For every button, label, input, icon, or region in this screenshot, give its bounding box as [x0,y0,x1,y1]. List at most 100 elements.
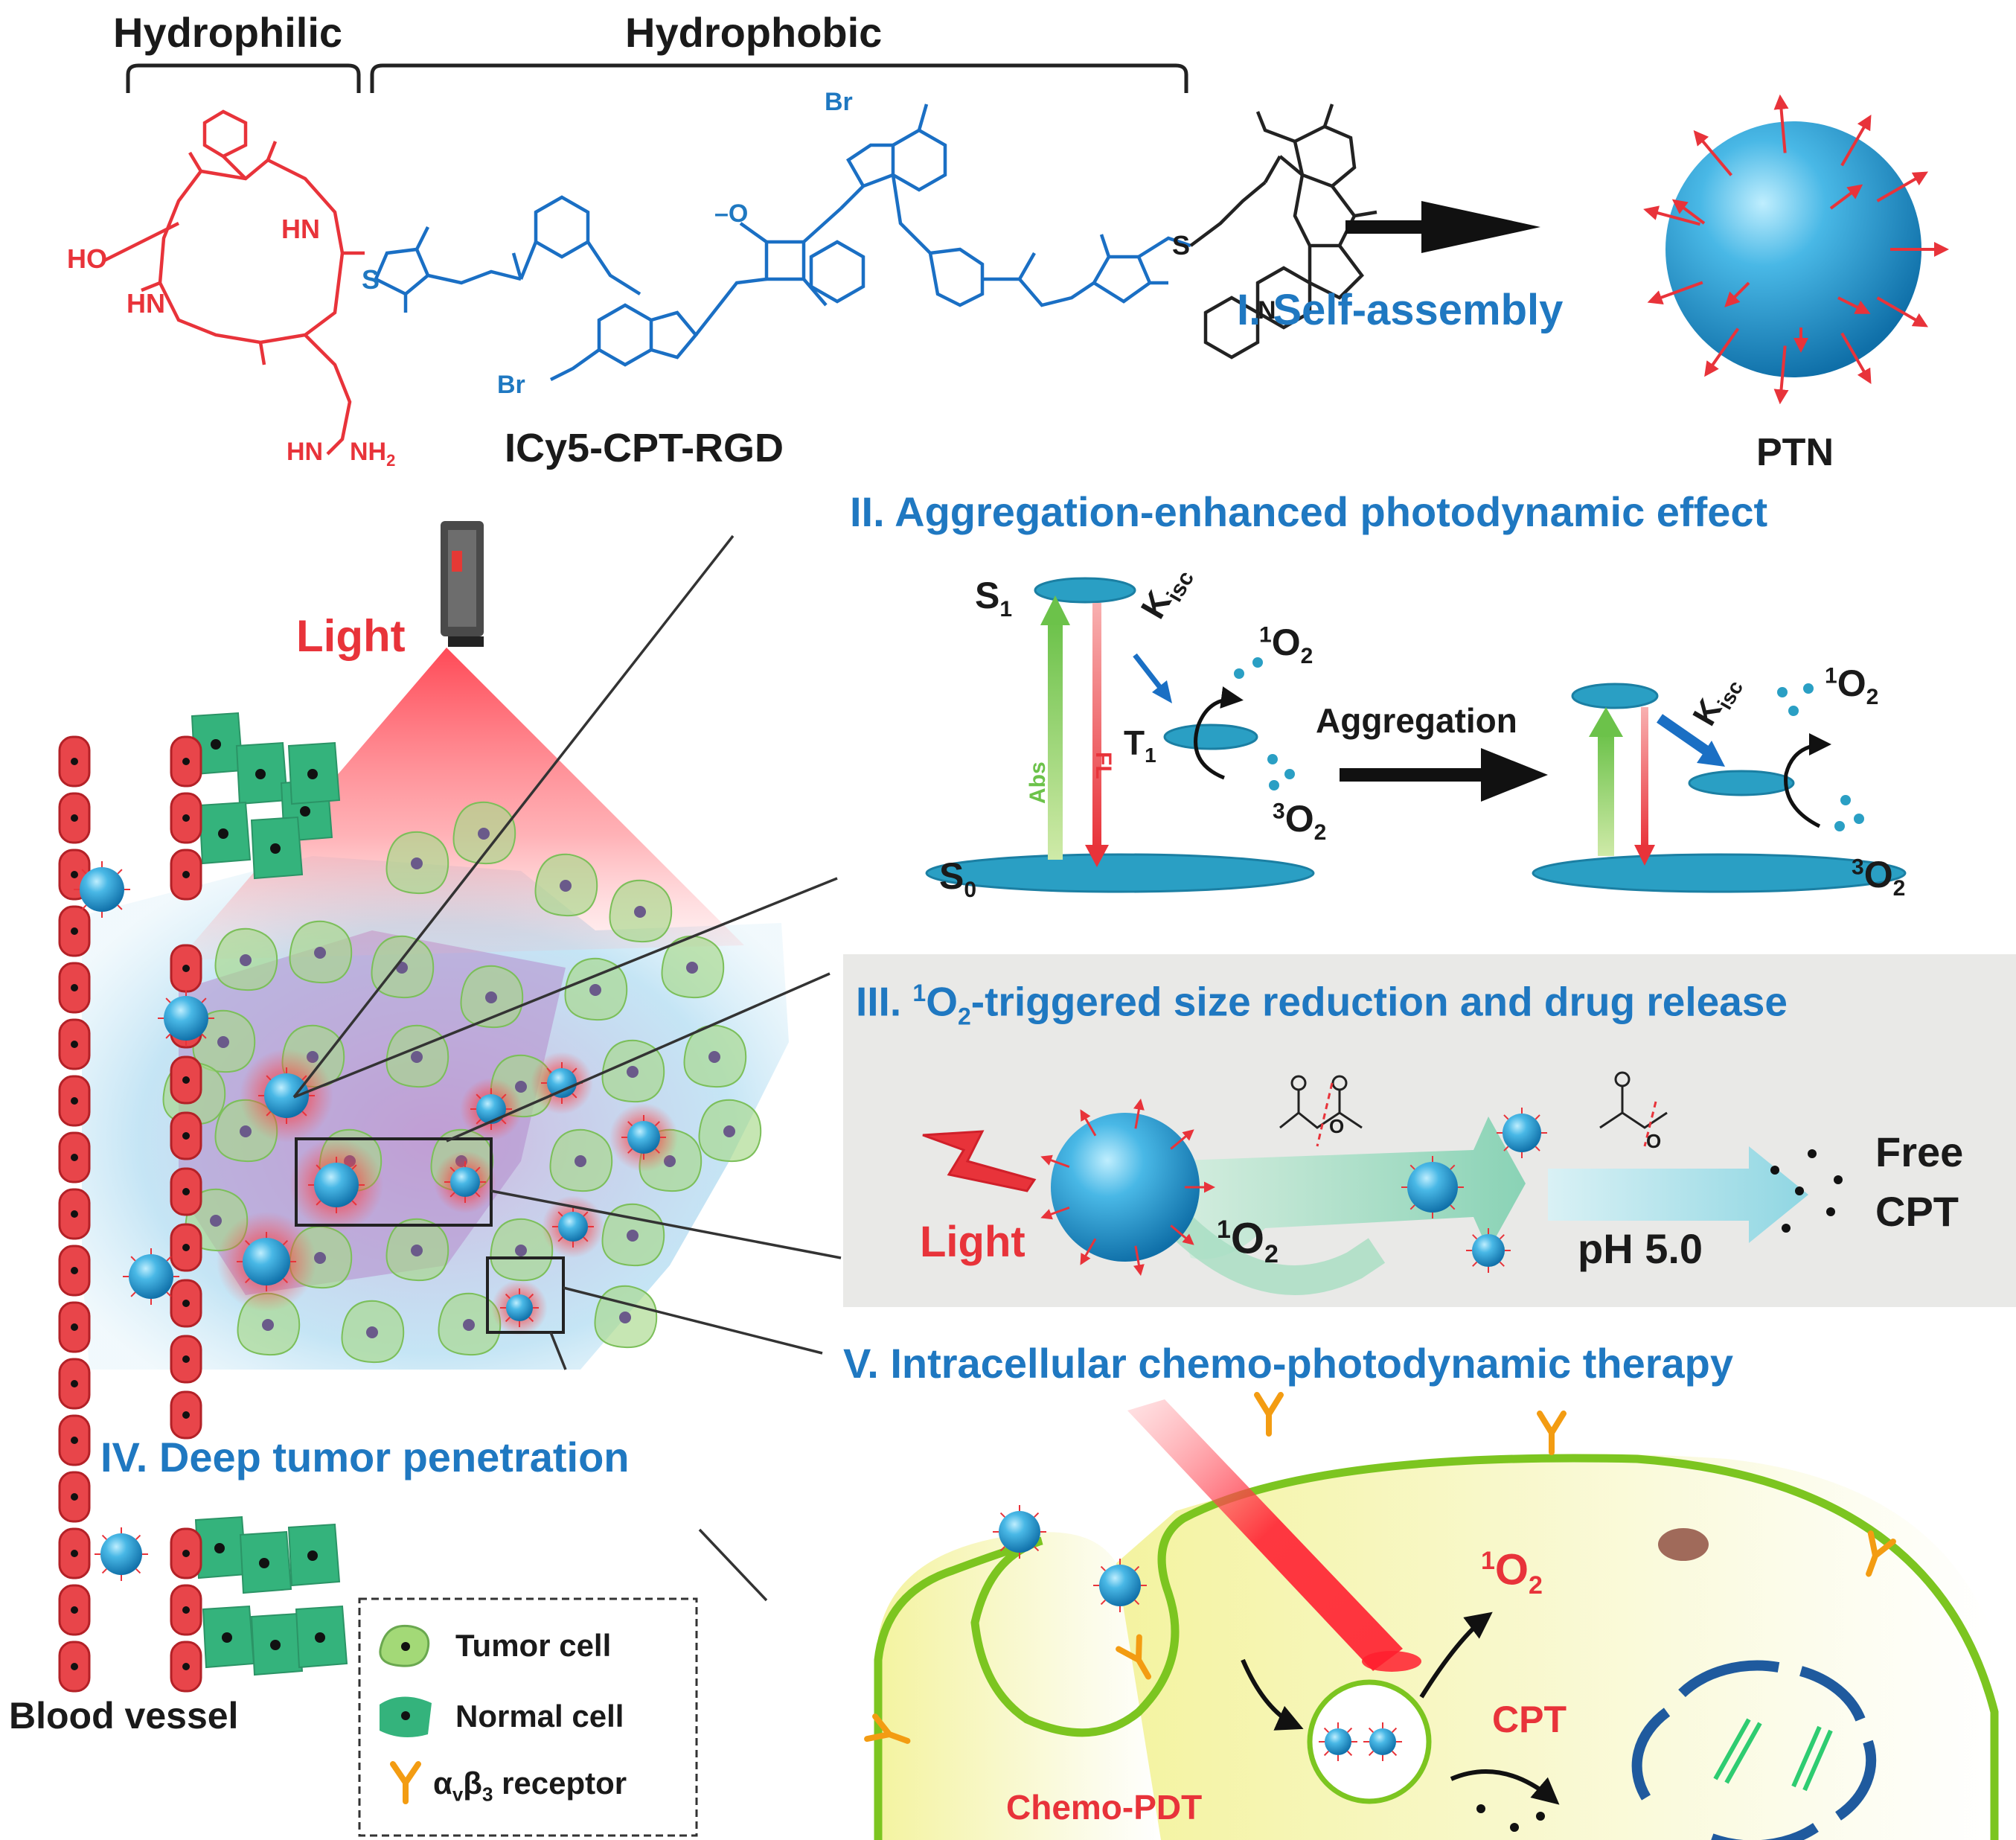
step-iii-sup: 1 [912,980,927,1006]
receptor-icon [1537,1411,1567,1455]
aggregation-arrow [1340,748,1548,802]
tumor-cell-nucleus [627,1066,639,1078]
atom-br-2: Br [497,371,525,399]
s0-text: S [939,855,964,897]
particle-spike [1034,1546,1040,1552]
ptn-spike [1840,115,1872,167]
tumor-cell-diagram [864,1392,1999,1840]
particle-spike [1409,1164,1415,1170]
atom-s-2: S [1172,230,1191,261]
tumor-cell-nucleus [708,1051,720,1063]
particle-spike [351,1164,357,1170]
particle-spike [572,1067,577,1073]
particle-spike [1170,1129,1194,1150]
receptor-icon [1254,1392,1284,1437]
small-nanoparticle [531,1052,593,1114]
fl-label: FL [1091,752,1116,779]
atom-nh2: NH2 [350,439,395,469]
red-blood-cell [170,1111,202,1160]
atom-hn-3: HN [287,438,324,466]
atom-br-1: Br [825,88,853,116]
small-nanoparticle [216,1211,317,1312]
particle-spike [1392,1727,1398,1733]
singlet-o2-release-sub: 2 [1264,1239,1279,1268]
red-blood-cell [170,1641,202,1693]
particle-body [558,1212,588,1242]
particle-spike [266,1111,272,1117]
normal-cell-nucleus [307,769,318,779]
particle-spike [1040,1206,1070,1220]
particle-spike [201,997,207,1003]
particle-body [264,1073,309,1118]
particle-spike [654,1121,660,1127]
ptn-spike [1773,94,1789,153]
small-nanoparticle [434,1151,496,1213]
step-size-reduction-title: III. 1O2-triggered size reduction and dr… [856,980,1788,1029]
triplet-o2-sup-1: 3 [1273,799,1285,824]
particle-spike [475,1192,481,1198]
red-blood-cell-dot [182,1663,190,1670]
atom-nh2-text: NH [350,438,387,466]
receptor-icon [1116,1634,1151,1680]
tumor-cell-nucleus [485,991,497,1003]
red-blood-cell-dot [71,1323,78,1331]
normal-cell [250,1612,304,1676]
normal-cell [287,1523,341,1587]
singlet-o2-label-1: 1O2 [1259,624,1313,668]
small-nanoparticle [993,1505,1046,1559]
tumor-tissue-panel [58,521,842,1693]
small-nanoparticle [240,1049,333,1143]
small-nanoparticle [1401,1156,1464,1218]
tumor-cell-nucleus [240,1125,252,1137]
tumor-cell [490,1218,554,1282]
red-blood-cell-dot [182,1076,190,1084]
tumor-cell [438,1292,502,1356]
normal-cell-nucleus [218,828,228,839]
particle-body [547,1068,577,1098]
singlet-o2-sub-2: 2 [1866,685,1879,709]
singlet-o2-text-2: O [1837,662,1866,704]
small-nanoparticle [95,1527,148,1581]
red-blood-cell-dot [71,1493,78,1501]
tumor-cell-nucleus [411,1051,423,1063]
red-blood-cell [170,1223,202,1272]
triplet-o2-label-2: 3O2 [1852,856,1905,900]
particle-spike [501,1093,507,1099]
particle-body [476,1094,506,1124]
tumor-cell-nucleus [686,962,698,974]
particle-body [129,1254,173,1299]
red-blood-cell [58,905,91,957]
particle-spike [316,1200,321,1206]
tumor-cell-nucleus [723,1125,735,1137]
tumor-cell-nucleus [210,1215,222,1227]
particle-spike [1034,1512,1040,1518]
normal-cell [202,1605,255,1669]
tumor-cell [385,1218,449,1282]
singlet-o2-text-1: O [1271,622,1301,663]
red-blood-cell-dot [71,1267,78,1274]
particle-spike [1323,1751,1329,1757]
small-nanoparticle [289,1138,383,1232]
particle-spike [449,1166,455,1172]
tumor-cell-nucleus [240,954,252,966]
tumor-cell-nucleus [575,1155,586,1167]
tumor-cell-nucleus [314,1252,326,1264]
red-blood-cell-dot [71,1380,78,1387]
s0-sub: 0 [964,878,977,902]
ph-label: pH 5.0 [1578,1225,1703,1272]
legend-box [358,1597,698,1837]
size-reduction-panel [843,954,2016,1307]
small-nanoparticle [1093,1559,1147,1612]
particle-body [450,1167,480,1197]
particle-spike [1503,1114,1509,1120]
red-blood-cell-dot [182,1550,190,1557]
connector-lines [292,534,842,1602]
rgd-peptide-structure [103,109,365,456]
particle-spike [1535,1146,1540,1151]
particle-spike [546,1067,552,1073]
red-blood-cell-dot [182,1355,190,1363]
small-nanoparticle [491,1280,548,1336]
mitochondrion [1658,1528,1709,1561]
tumor-cell [661,935,725,999]
particle-spike [583,1211,589,1217]
